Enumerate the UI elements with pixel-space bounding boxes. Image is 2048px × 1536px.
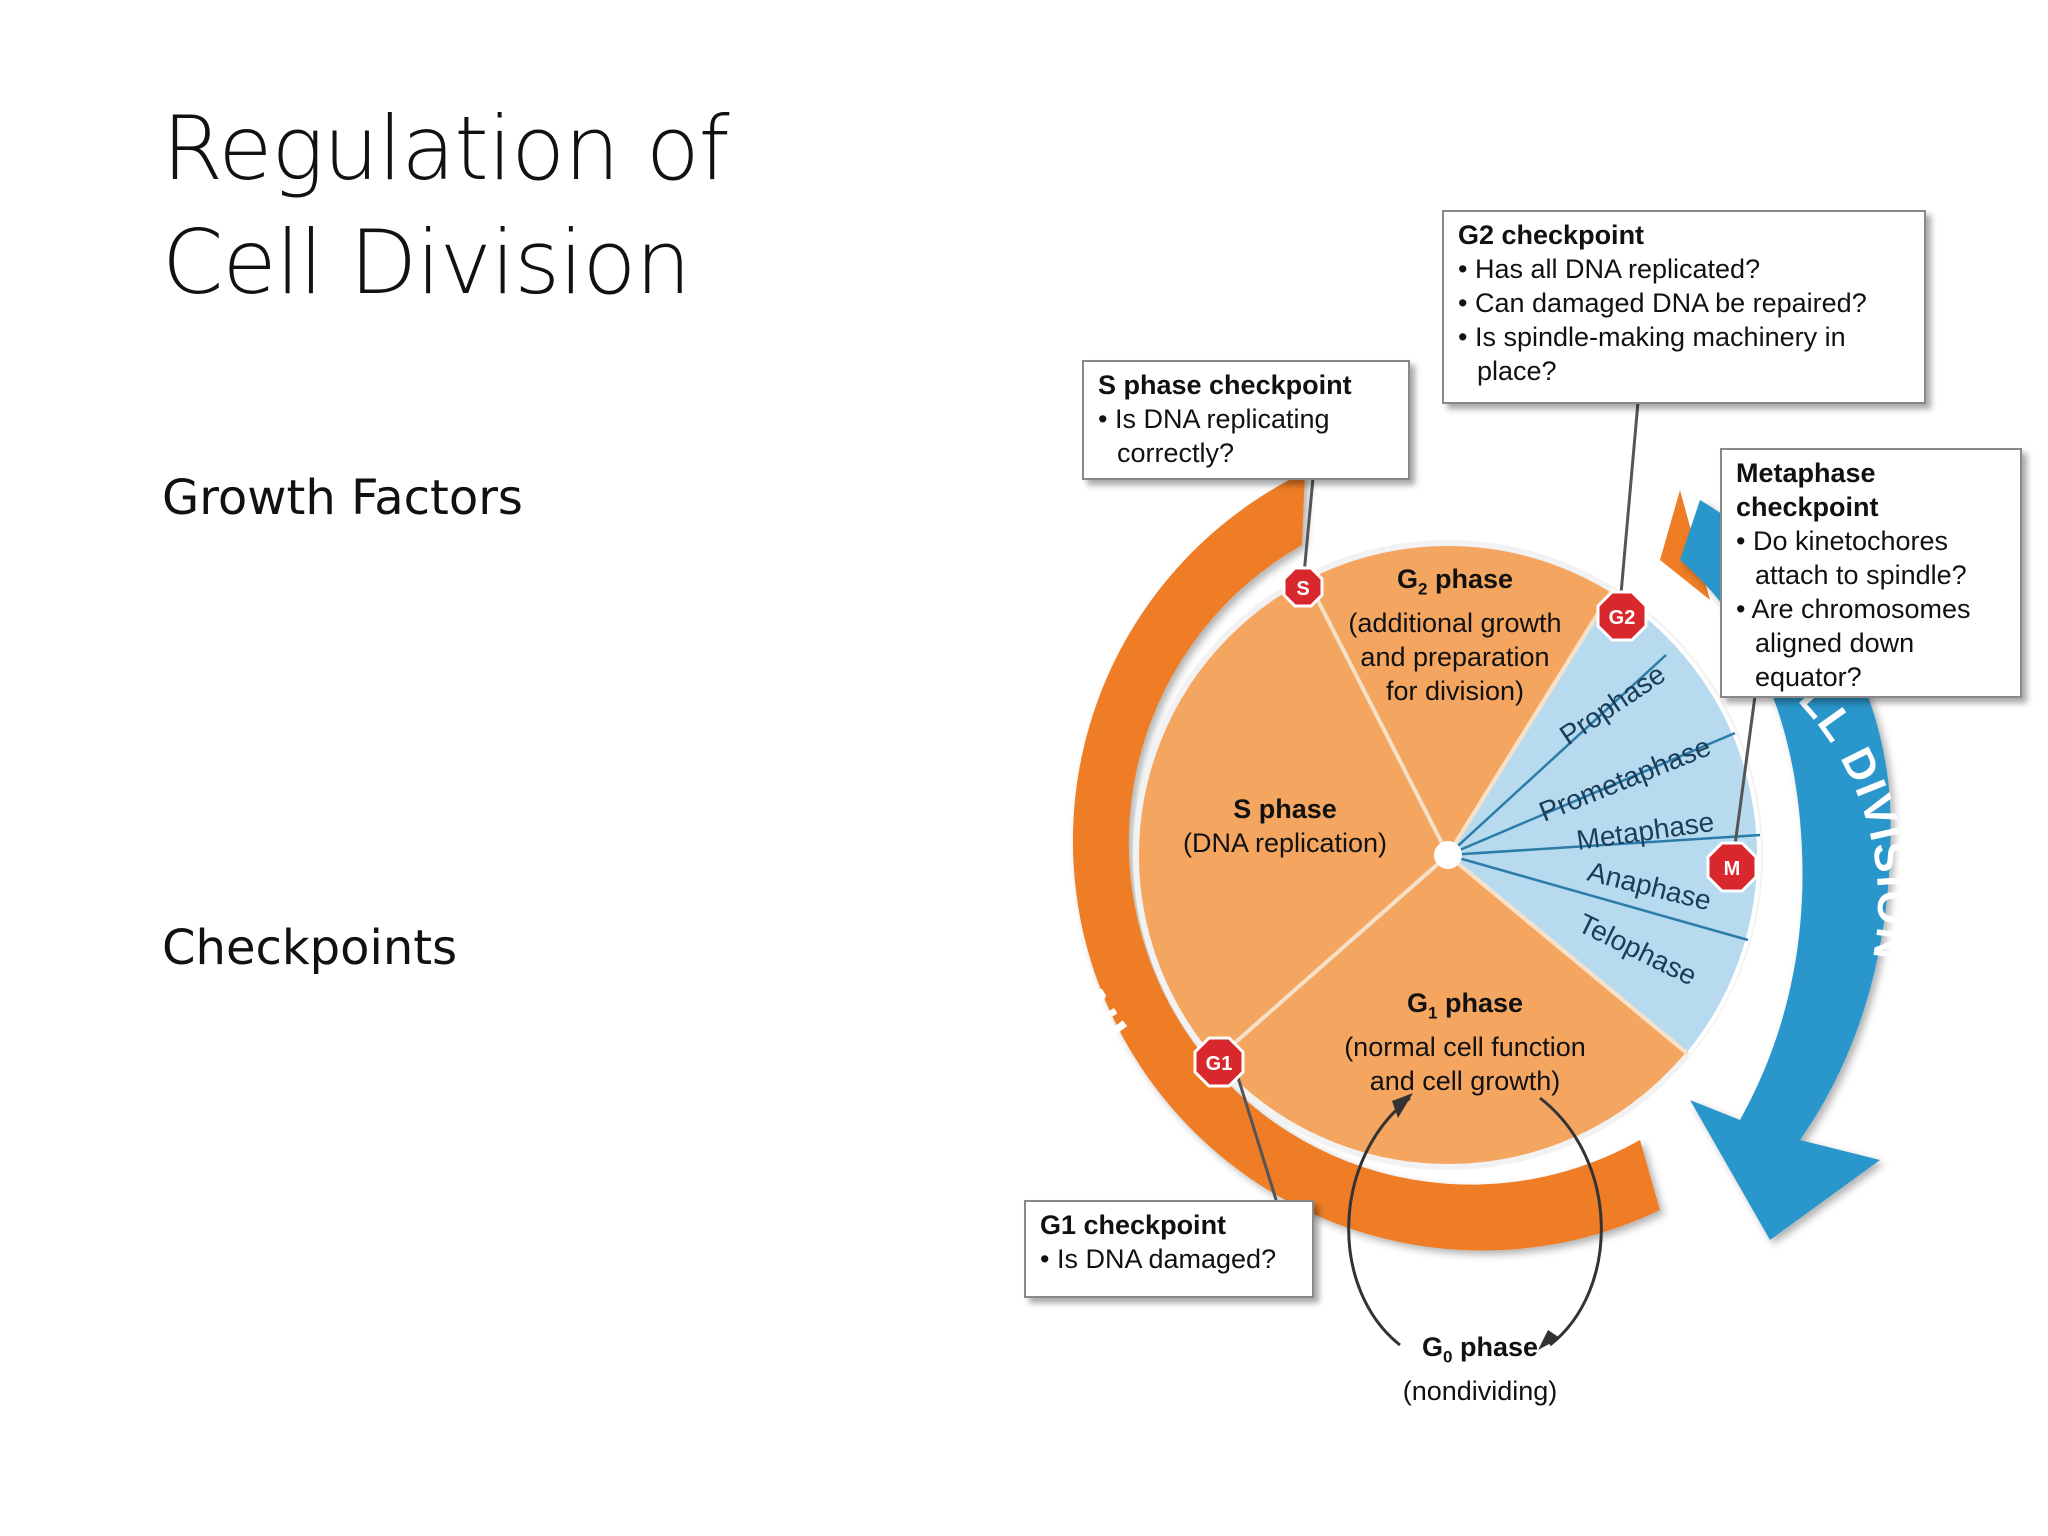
g0-arrows [1347,1096,1603,1347]
title-line-2: Cell Division [162,211,691,314]
metaphase-checkpoint-box: Metaphase checkpoint • Do kinetochores a… [1720,448,2022,698]
svg-text:S: S [1296,578,1309,600]
interphase-ring [1072,472,1660,1251]
title-line-1: Regulation of [162,97,730,200]
g1-stop-sign: G1 [1193,1036,1245,1088]
g1-checkpoint-item: • Is DNA damaged? [1040,1244,1277,1274]
g0-phase-label: G0 phase (nondividing) [1402,1332,1558,1407]
metaphase-checkpoint-title: Metaphase checkpoint [1736,458,1879,522]
center-point [1434,841,1462,869]
g2-stop-sign: G2 [1596,590,1648,642]
mitosis-wedge [1445,588,1762,1057]
g2-checkpoint-item: • Has all DNA replicated? [1458,254,1761,284]
phase-dividers [1210,576,1690,1065]
g1-phase-label: G1 phase (normal cell function and cell … [1344,988,1586,1097]
g0-arrowhead-down [1538,1330,1560,1350]
s-phase-label: S phase (DNA replication) [1182,794,1388,858]
stop-signs: S G2 G1 M [1193,566,1758,1088]
g1-checkpoint-box: G1 checkpoint • Is DNA damaged? [1024,1200,1314,1298]
g1-checkpoint-title: G1 checkpoint [1040,1210,1227,1240]
svg-text:M: M [1724,858,1741,880]
g0-arrowhead-up [1392,1093,1413,1118]
g2-checkpoint-item: • Can damaged DNA be repaired? [1458,288,1867,318]
g2-phase-label: G2 phase (additional growth and preparat… [1348,564,1562,707]
s-checkpoint-title: S phase checkpoint [1098,370,1352,400]
svg-text:G1: G1 [1206,1053,1233,1075]
svg-text:G2: G2 [1609,607,1636,629]
growth-factors-text: Growth Factors [162,470,523,526]
checkpoints-text: Checkpoints [162,920,458,976]
s-stop-sign: S [1282,566,1324,608]
g2-checkpoint-item: • Is spindle-making machinery in place? [1458,322,1846,386]
g2-checkpoint-title: G2 checkpoint [1458,220,1645,250]
metaphase-checkpoint-item: • Are chromosomes aligned down equator? [1736,594,1971,692]
slide-title: Regulation of Cell Division [162,92,730,320]
s-checkpoint-item: • Is DNA replicating correctly? [1098,404,1330,468]
metaphase-checkpoint-item: • Do kinetochores attach to spindle? [1736,526,1967,590]
mitosis-dividers [1447,654,1761,942]
s-checkpoint-box: S phase checkpoint • Is DNA replicating … [1082,360,1410,480]
m-stop-sign: M [1706,841,1758,893]
g2-checkpoint-box: G2 checkpoint • Has all DNA replicated? … [1442,210,1926,404]
